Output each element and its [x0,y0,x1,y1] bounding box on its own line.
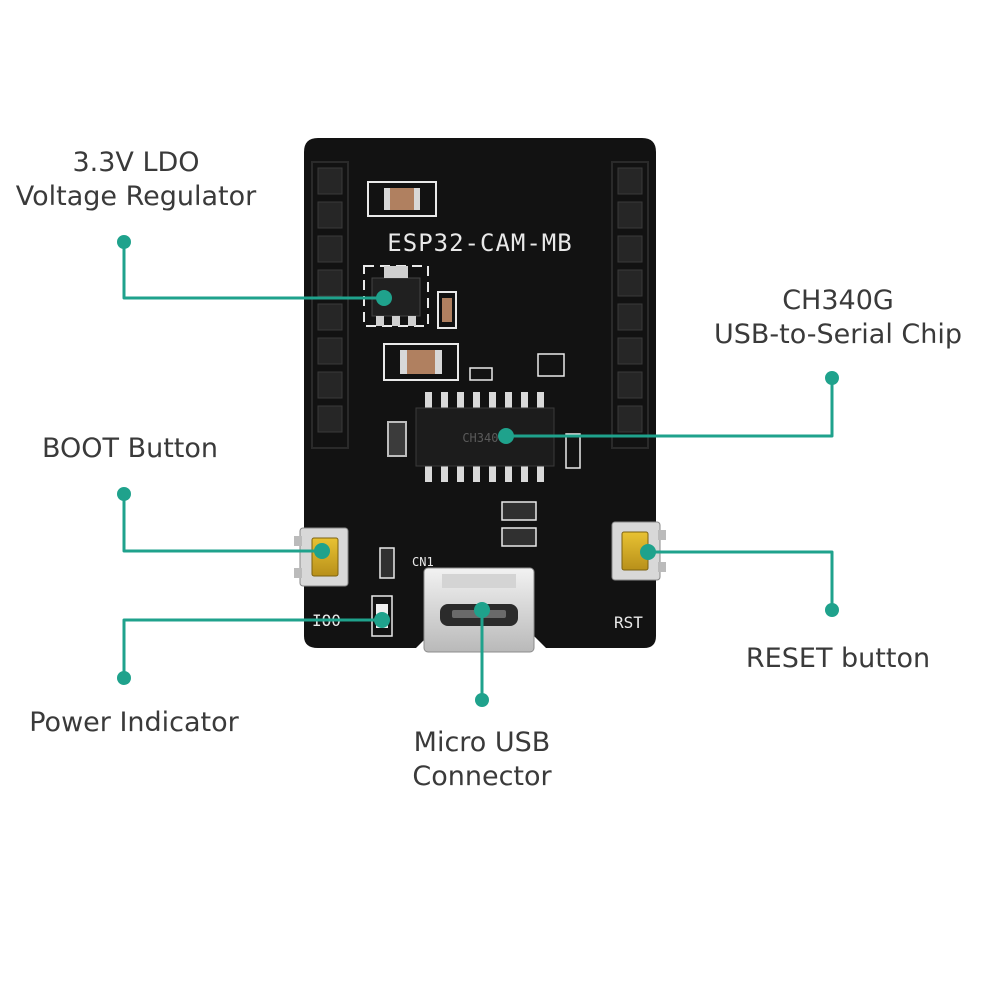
usb-callout-dot [475,693,489,707]
usb-label-line1: Micro USB [413,727,551,758]
ch340-label-line1: CH340G [782,285,894,316]
ldo-resistor-outline [437,291,457,329]
power-callout-line [122,618,384,680]
ldo-resistor [442,298,452,322]
smd-outline [469,367,493,381]
ch340-callout-line [504,376,834,438]
reset-label: RESET button [726,642,950,676]
reset-target-dot [640,544,656,560]
ch340-target-dot [498,428,514,444]
power-callout-dot [117,671,131,685]
ch340-callout-dot [825,371,839,385]
ldo-label: 3.3V LDO Voltage Regulator [4,146,268,214]
rst-marking: RST [614,613,643,632]
right-pin-header [611,161,649,449]
usb-label-line2: Connector [412,761,552,792]
top-capacitor [367,181,437,217]
ldo-label-line1: 3.3V LDO [72,147,200,178]
power-label-line1: Power Indicator [29,707,239,738]
power-target-dot [374,612,390,628]
board-name-label: ESP32-CAM-MB [387,229,572,257]
smd-outline-3 [565,433,581,469]
reset-callout-dot [825,603,839,617]
boot-callout-line [122,492,324,553]
mid-capacitor [383,343,459,381]
chip-marking: CH340G [462,431,505,445]
cn1-jumper [379,547,395,579]
boot-callout-dot [117,487,131,501]
boot-label-line1: BOOT Button [41,433,219,464]
usb-label: Micro USB Connector [380,726,584,794]
diode [387,421,407,457]
ldo-regulator [363,265,429,327]
usb-target-dot [474,602,490,618]
reset-callout-line [646,550,834,612]
reset-label-line1: RESET button [745,643,931,674]
ldo-callout-line [122,240,386,300]
ldo-callout-dot [117,235,131,249]
left-pin-header [311,161,349,449]
ldo-target-dot [376,290,392,306]
cn1-marking: CN1 [412,555,434,569]
power-label: Power Indicator [14,706,254,740]
reset-button [611,521,666,581]
ch340-label: CH340G USB-to-Serial Chip [700,284,976,352]
boot-label: BOOT Button [20,432,240,466]
smd-outline-2 [537,353,565,377]
transistors [501,501,537,547]
ch340-label-line2: USB-to-Serial Chip [713,319,963,350]
boot-target-dot [314,543,330,559]
ldo-label-line2: Voltage Regulator [15,181,257,212]
